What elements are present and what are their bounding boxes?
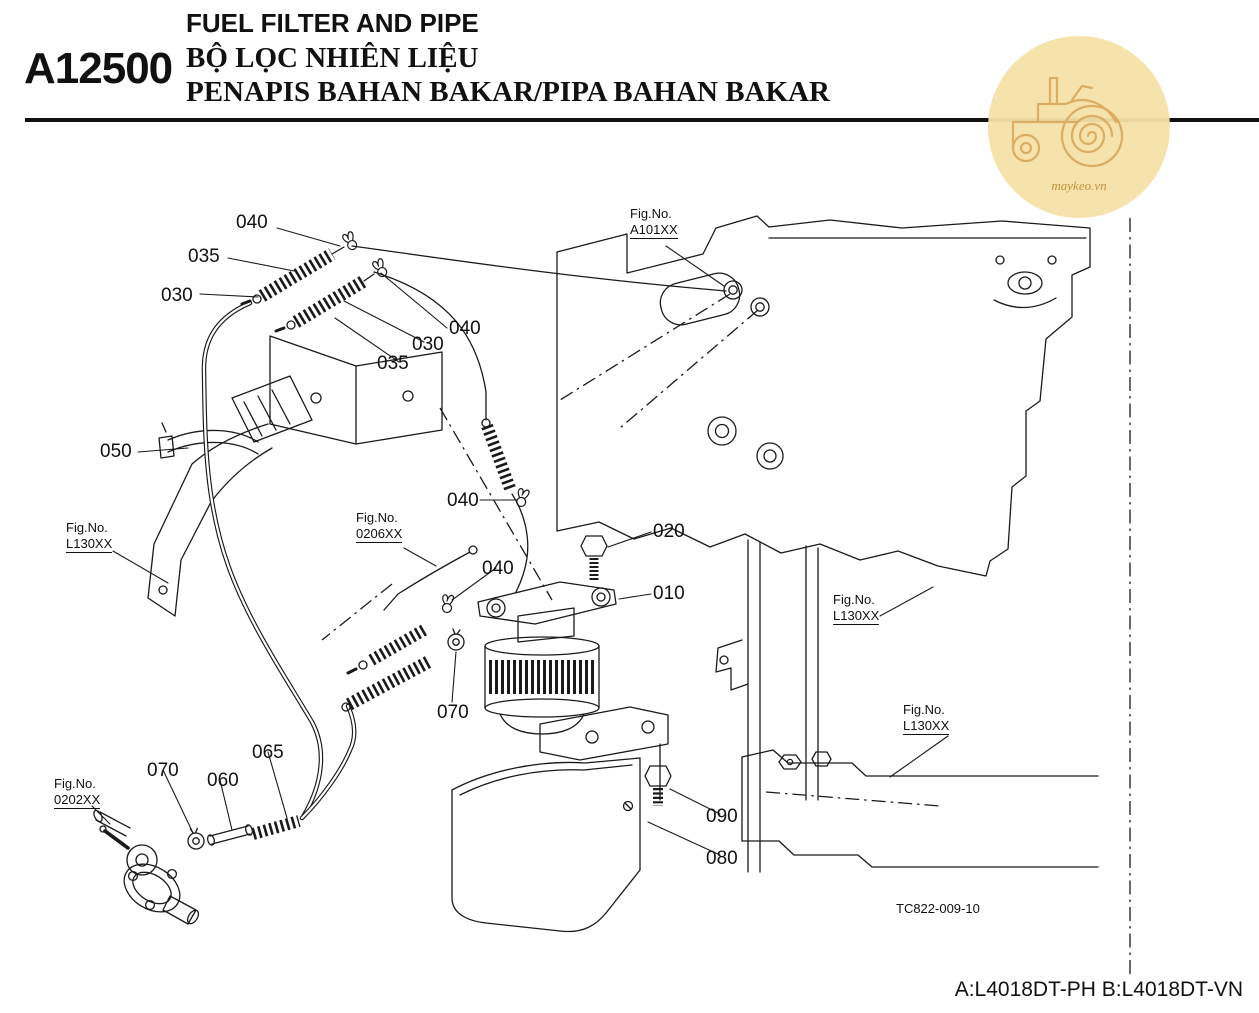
- fuel-pipes: [201, 245, 727, 821]
- fig-ref-l130xx[interactable]: Fig.No. L130XX: [66, 520, 113, 553]
- callout-040: 040: [482, 558, 514, 579]
- fig-ref-prefix: Fig.No.: [54, 776, 96, 791]
- fig-ref-0206xx[interactable]: Fig.No. 0206XX: [356, 510, 403, 543]
- callout-040: 040: [236, 212, 268, 233]
- fig-ref-code: L130XX: [833, 608, 880, 625]
- callout-leader-lines: [91, 227, 949, 856]
- callout-035: 035: [188, 246, 220, 267]
- fig-ref-prefix: Fig.No.: [630, 206, 672, 221]
- fig-ref-l130xx[interactable]: Fig.No. L130XX: [903, 702, 950, 735]
- watermark-text: maykeo.vn: [1051, 178, 1107, 193]
- callout-090: 090: [706, 806, 738, 827]
- page-title-vi: BỘ LỌC NHIÊN LIỆU: [186, 42, 479, 74]
- callout-070: 070: [437, 702, 469, 723]
- callout-010: 010: [653, 583, 685, 604]
- reference-centerlines: [321, 218, 1131, 975]
- fig-ref-code: L130XX: [903, 718, 950, 735]
- fuel-tank-chassis-panel: [556, 215, 1091, 577]
- fig-ref-prefix: Fig.No.: [833, 592, 875, 607]
- fig-ref-l130xx[interactable]: Fig.No. L130XX: [833, 592, 880, 625]
- fig-ref-code: 0202XX: [54, 792, 101, 809]
- callout-035: 035: [377, 353, 409, 374]
- fig-ref-prefix: Fig.No.: [356, 510, 398, 525]
- callout-070: 070: [147, 760, 179, 781]
- callout-030: 030: [161, 285, 193, 306]
- callout-020: 020: [653, 521, 685, 542]
- watermark-logo: maykeo.vn: [988, 36, 1170, 218]
- filter-cover-bracket: [451, 706, 672, 933]
- fuel-filter-assembly: [477, 535, 617, 735]
- callout-050: 050: [100, 441, 132, 462]
- support-bracket: [147, 335, 443, 617]
- fig-ref-code: A101XX: [630, 222, 678, 239]
- frame-rail: [715, 539, 1099, 873]
- callout-060: 060: [207, 770, 239, 791]
- model-codes: A:L4018DT-PH B:L4018DT-VN: [954, 978, 1243, 1001]
- callout-040: 040: [449, 318, 481, 339]
- page-title-en: FUEL FILTER AND PIPE: [186, 8, 479, 38]
- fig-ref-prefix: Fig.No.: [66, 520, 108, 535]
- callout-065: 065: [252, 742, 284, 763]
- callout-080: 080: [706, 848, 738, 869]
- callout-040: 040: [447, 490, 479, 511]
- pipe-fittings: [206, 246, 491, 846]
- fig-ref-code: L130XX: [66, 536, 113, 553]
- header-divider: [25, 118, 1259, 122]
- fuel-cock-assembly: [93, 809, 200, 925]
- page-title-ms: PENAPIS BAHAN BAKAR/PIPA BAHAN BAKAR: [186, 76, 830, 108]
- fig-ref-0202xx[interactable]: Fig.No. 0202XX: [54, 776, 101, 809]
- fig-ref-a101xx[interactable]: Fig.No. A101XX: [630, 206, 678, 239]
- fig-ref-prefix: Fig.No.: [903, 702, 945, 717]
- fig-ref-code: 0206XX: [356, 526, 403, 543]
- drawing-number: TC822-009-10: [896, 901, 980, 916]
- callout-030: 030: [412, 334, 444, 355]
- pipe-spring-guards: [251, 248, 517, 840]
- tractor-icon: [1011, 76, 1124, 168]
- section-code: A12500: [24, 44, 173, 93]
